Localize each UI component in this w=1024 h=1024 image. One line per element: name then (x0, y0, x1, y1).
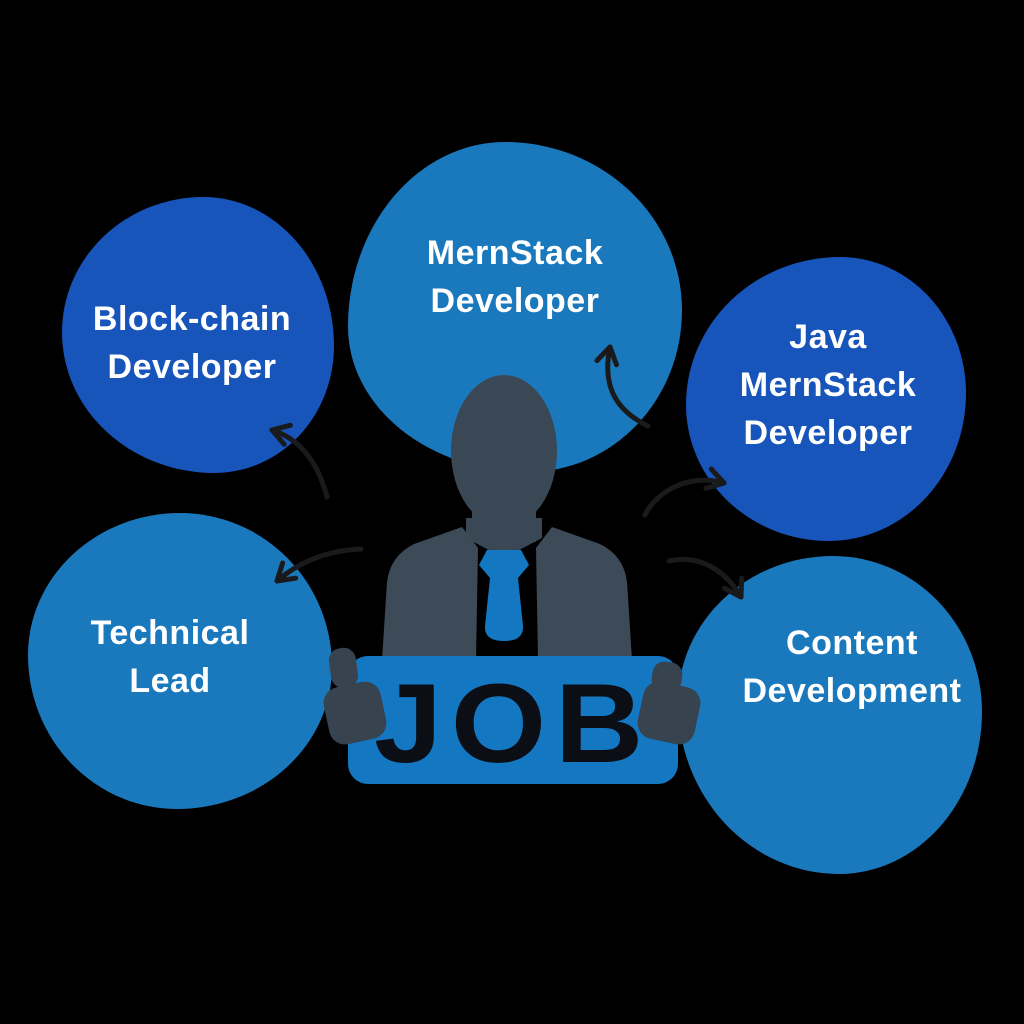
figure-tie-knot (479, 550, 529, 578)
figure-tie (484, 578, 524, 641)
figure-jacket-left (382, 527, 478, 660)
left-thumb (328, 647, 359, 689)
node-technical-lead: Technical Lead (28, 513, 332, 809)
job-sign (348, 656, 678, 784)
figure-collar (466, 518, 542, 558)
node-blockchain-developer: Block-chain Developer (62, 197, 334, 473)
node-label-java-mernstack: Java MernStack Developer (739, 317, 917, 453)
node-mernstack-developer: MernStack Developer (348, 142, 682, 472)
node-label-blockchain: Block-chain Developer (92, 299, 292, 386)
node-label-technical-lead: Technical Lead (90, 613, 250, 700)
arrow-to-java-mernstack (642, 466, 727, 518)
figure-neck (472, 490, 536, 542)
node-label-mernstack: MernStack Developer (426, 233, 604, 320)
left-hand (323, 681, 387, 745)
node-java-mernstack-developer: Java MernStack Developer (686, 257, 966, 541)
node-content-development: Content Development (678, 556, 982, 874)
job-sign-label: JOB (374, 661, 652, 786)
node-label-content-development: Content Development (742, 623, 962, 710)
figure-jacket-right (536, 527, 632, 660)
